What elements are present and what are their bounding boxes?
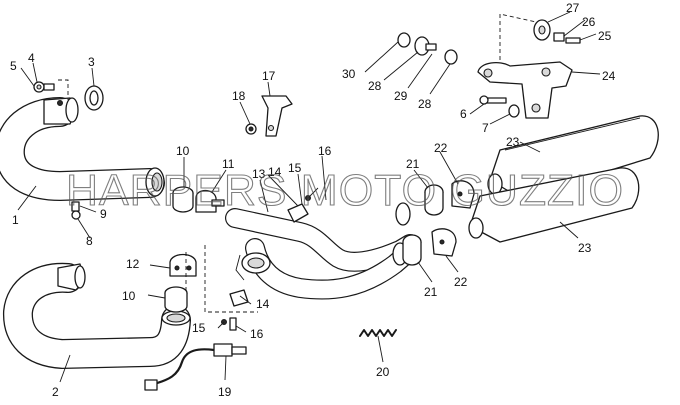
callout-10-upper: 10 (176, 144, 190, 158)
callout-23-lower: 23 (578, 241, 592, 255)
callout-10-lower: 10 (122, 289, 136, 303)
nut-18 (245, 123, 257, 135)
clamp-22-lower (431, 228, 457, 257)
callout-3: 3 (88, 55, 95, 69)
callout-30: 30 (342, 67, 356, 81)
clamp-sleeve-lower (164, 286, 188, 313)
bolt-6-washer-7 (479, 95, 520, 118)
silencer-upper (487, 115, 659, 199)
callout-15-lower: 15 (192, 321, 206, 335)
sleeve-21-upper (424, 184, 444, 216)
callout-22-lower: 22 (454, 275, 468, 289)
clamp-sleeve-upper (172, 186, 194, 213)
callout-26: 26 (582, 15, 596, 29)
callout-21-upper: 21 (406, 157, 420, 171)
header-pipe-upper (0, 97, 165, 201)
callout-21-lower: 21 (424, 285, 438, 299)
callout-19: 19 (218, 385, 232, 399)
callout-15-upper: 15 (288, 161, 302, 175)
callout-25: 25 (598, 29, 612, 43)
callout-24: 24 (602, 69, 616, 83)
callout-labels: 1 2 3 4 5 6 7 8 9 10 10 11 12 13 14 15 1… (10, 1, 616, 399)
clamp-11 (195, 189, 225, 213)
callout-17: 17 (262, 69, 276, 83)
bracket-17 (261, 95, 293, 137)
stud-and-nut (33, 81, 55, 93)
callout-14-upper: 14 (268, 165, 282, 179)
callout-14-lower: 14 (256, 297, 270, 311)
callout-28-left: 28 (368, 79, 382, 93)
watermark: HARPERS MOTO GUZZIO (66, 166, 624, 215)
callout-6: 6 (460, 107, 467, 121)
callout-12: 12 (126, 257, 140, 271)
callout-23-upper: 23 (506, 135, 520, 149)
gasket-ring (84, 85, 104, 111)
clamp-12 (169, 253, 197, 277)
callout-13: 13 (252, 167, 266, 181)
callout-16-upper: 16 (318, 144, 332, 158)
clamp-22-upper (451, 180, 475, 209)
sensor-bracket-lower (221, 254, 249, 331)
callout-7: 7 (482, 121, 489, 135)
callout-4: 4 (28, 51, 35, 65)
callout-2: 2 (52, 385, 59, 399)
callout-11: 11 (222, 157, 235, 171)
bolt-stack-25-27 (533, 19, 581, 44)
spring-20 (359, 329, 397, 337)
sleeve-21-lower (402, 234, 422, 266)
leader-lines (17, 11, 601, 383)
sensor-bracket-upper (287, 187, 319, 223)
callout-18: 18 (232, 89, 246, 103)
silencer-lower (468, 167, 640, 243)
callout-29: 29 (394, 89, 408, 103)
bracket-bolt (71, 201, 81, 220)
mount-rubbers (397, 32, 458, 65)
callout-22-upper: 22 (434, 141, 448, 155)
callout-1: 1 (12, 213, 19, 227)
silencer-bracket (477, 61, 573, 119)
callout-8: 8 (86, 234, 93, 248)
callout-9: 9 (100, 207, 107, 221)
lambda-sensor (144, 343, 247, 391)
callout-27: 27 (566, 1, 580, 15)
callout-20: 20 (376, 365, 390, 379)
crossover-pipe (225, 202, 420, 300)
callout-16-lower: 16 (250, 327, 264, 341)
callout-5: 5 (10, 59, 17, 73)
callout-28-right: 28 (418, 97, 432, 111)
header-pipe-lower (3, 262, 191, 369)
